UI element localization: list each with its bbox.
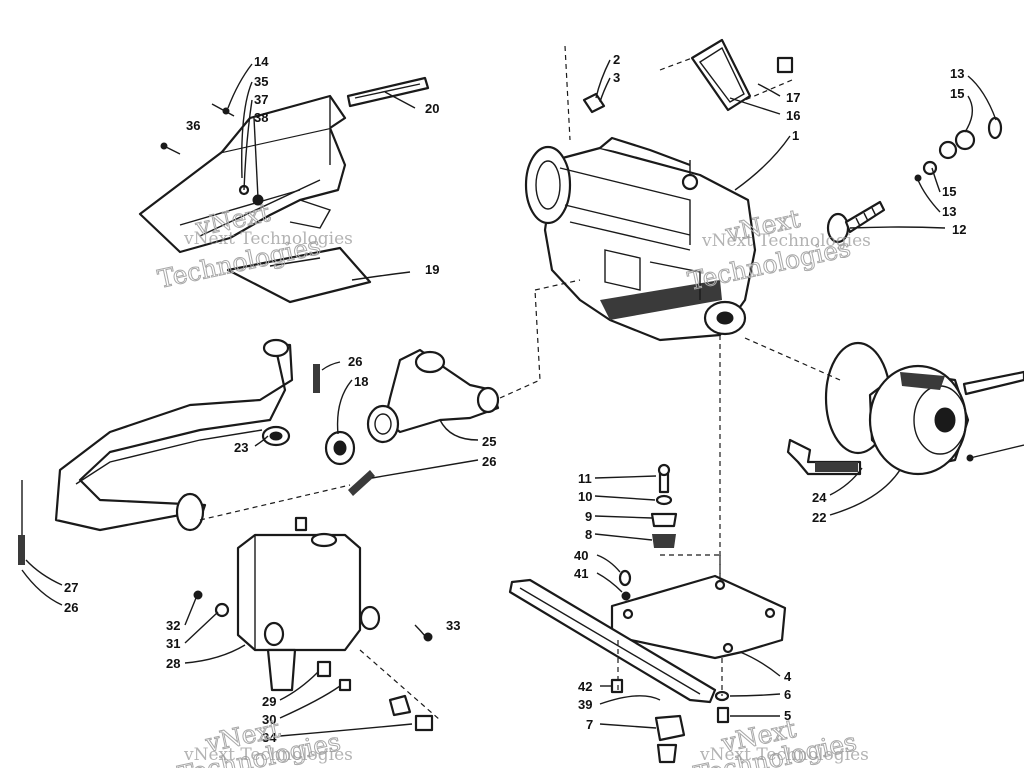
callout-38: 38 bbox=[254, 110, 268, 125]
callout-26-spring: 26 bbox=[348, 354, 362, 369]
muffler[interactable] bbox=[236, 516, 381, 692]
clutch-spring-key[interactable] bbox=[786, 438, 862, 476]
callout-15-mid: 15 bbox=[942, 184, 956, 199]
callout-35: 35 bbox=[254, 74, 268, 89]
watermark-text-4: vNext Technologies bbox=[699, 745, 869, 765]
callout-27: 27 bbox=[64, 580, 78, 595]
callout-14: 14 bbox=[254, 54, 269, 69]
watermark-text-1: vNext Technologies bbox=[183, 229, 353, 249]
callout-37: 37 bbox=[254, 92, 268, 107]
drive-clutch[interactable] bbox=[824, 341, 1024, 476]
silencer-gasket[interactable] bbox=[226, 246, 372, 304]
callout-3: 3 bbox=[613, 70, 620, 85]
muffler-hardware bbox=[193, 590, 434, 732]
callout-41: 41 bbox=[574, 566, 588, 581]
air-silencer-bracket[interactable] bbox=[346, 76, 430, 108]
callout-26-mid: 26 bbox=[482, 454, 496, 469]
callout-16: 16 bbox=[786, 108, 800, 123]
callout-36: 36 bbox=[186, 118, 200, 133]
callout-13-top: 13 bbox=[950, 66, 964, 81]
watermark-text-3: vNext Technologies bbox=[183, 745, 353, 765]
callout-6: 6 bbox=[784, 687, 791, 702]
callout-40: 40 bbox=[574, 548, 588, 563]
silencer-fasteners bbox=[160, 103, 235, 155]
exhaust-coupler[interactable] bbox=[366, 404, 400, 444]
callout-5: 5 bbox=[784, 708, 791, 723]
recoil-starter-handle[interactable] bbox=[690, 38, 794, 112]
exhaust-manifold[interactable] bbox=[383, 348, 500, 434]
callout-28: 28 bbox=[166, 656, 180, 671]
callout-42: 42 bbox=[578, 679, 592, 694]
callout-2: 2 bbox=[613, 52, 620, 67]
exhaust-springs[interactable] bbox=[18, 364, 375, 565]
callout-29: 29 bbox=[262, 694, 276, 709]
mount-bracket[interactable] bbox=[508, 578, 717, 704]
mount-stack-hardware bbox=[610, 463, 730, 764]
exhaust-pipe[interactable] bbox=[54, 338, 294, 532]
callout-25: 25 bbox=[482, 434, 496, 449]
engine-mount-bolt[interactable] bbox=[582, 92, 606, 114]
exhaust-seal[interactable] bbox=[324, 430, 356, 466]
callout-23: 23 bbox=[234, 440, 248, 455]
reference-lines bbox=[199, 45, 841, 721]
starter-pulley-washers[interactable] bbox=[914, 116, 1003, 182]
callout-12: 12 bbox=[952, 222, 966, 237]
callout-19: 19 bbox=[425, 262, 439, 277]
pulley-bolt[interactable] bbox=[826, 200, 886, 244]
callout-9: 9 bbox=[585, 509, 592, 524]
callout-31: 31 bbox=[166, 636, 180, 651]
callout-39: 39 bbox=[578, 697, 592, 712]
exhaust-grommet[interactable] bbox=[261, 425, 291, 447]
callout-1: 1 bbox=[792, 128, 799, 143]
callout-13-mid: 13 bbox=[942, 204, 956, 219]
leader-lines bbox=[21, 59, 997, 737]
callout-10: 10 bbox=[578, 489, 592, 504]
callout-numbers: 14 35 37 38 36 20 19 2 3 17 16 1 13 15 1… bbox=[64, 52, 966, 745]
callout-32: 32 bbox=[166, 618, 180, 633]
callout-8: 8 bbox=[585, 527, 592, 542]
callout-24: 24 bbox=[812, 490, 827, 505]
watermark-text-2: vNext Technologies bbox=[701, 231, 871, 251]
clutch-shaft[interactable] bbox=[966, 444, 1024, 462]
callout-17: 17 bbox=[786, 90, 800, 105]
callout-7: 7 bbox=[586, 717, 593, 732]
callout-22: 22 bbox=[812, 510, 826, 525]
callout-4: 4 bbox=[784, 669, 792, 684]
callout-34: 34 bbox=[262, 730, 277, 745]
callout-33: 33 bbox=[446, 618, 460, 633]
callout-11: 11 bbox=[578, 471, 592, 486]
engine-assembly[interactable] bbox=[524, 136, 757, 342]
callout-20: 20 bbox=[425, 101, 439, 116]
callout-30: 30 bbox=[262, 712, 276, 727]
callout-15-top: 15 bbox=[950, 86, 964, 101]
callout-26-left: 26 bbox=[64, 600, 78, 615]
callout-18: 18 bbox=[354, 374, 368, 389]
